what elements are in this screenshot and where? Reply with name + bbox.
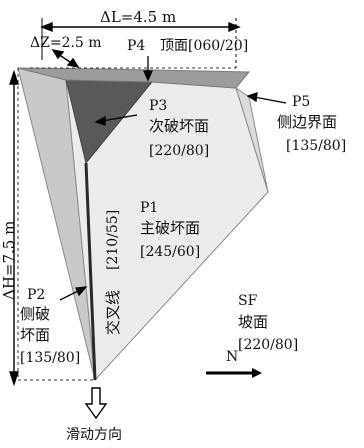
p4-id: P4 (127, 38, 146, 54)
intersection-line (84, 162, 97, 381)
p4-orientation: [060/20] (188, 38, 249, 54)
face-p4-top (17, 67, 251, 89)
p1-id: P1 (140, 200, 159, 216)
sliding-direction-label: 滑动方向 (66, 427, 122, 443)
p4-name: 顶面 (160, 38, 188, 54)
intersection-orientation: [210/55] (105, 209, 121, 270)
length-dimension-arrow (40, 18, 241, 68)
p2-id: P2 (27, 287, 46, 303)
p2-leader-arrow (59, 286, 88, 301)
p5-orientation: [135/80] (286, 138, 347, 154)
sliding-direction-arrow (84, 387, 108, 420)
p2-name-line1: 侧破 (20, 305, 51, 323)
p2-name-line2: 坏面 (20, 326, 51, 344)
p3-leader-arrow (94, 114, 138, 126)
p3-id: P3 (149, 98, 168, 114)
p2-orientation: [135/80] (20, 350, 81, 366)
p5-leader-arrow (246, 92, 287, 104)
sf-orientation: [220/80] (238, 337, 299, 353)
p4-leader-arrow (142, 56, 154, 82)
north-arrow (206, 368, 262, 378)
length-label: ΔL=4.5 m (100, 8, 177, 26)
p1-name: 主破坏面 (140, 219, 201, 237)
height-dimension-arrow (9, 69, 19, 387)
p5-name: 侧边界面 (277, 113, 338, 131)
height-label: ΔH=7.5 m (0, 220, 18, 300)
north-label: N (226, 349, 239, 365)
sf-id: SF (238, 293, 258, 309)
intersection-label: 交叉线 (104, 289, 122, 335)
dashed-guides (17, 67, 236, 381)
p1-orientation: [245/60] (140, 244, 201, 260)
p3-orientation: [220/80] (149, 143, 210, 159)
depth-dimension-arrow (51, 48, 80, 69)
p5-id: P5 (292, 94, 311, 110)
p3-name: 次破坏面 (149, 117, 210, 135)
sf-name: 坡面 (238, 313, 269, 331)
depth-label: ΔZ=2.5 m (30, 35, 102, 51)
